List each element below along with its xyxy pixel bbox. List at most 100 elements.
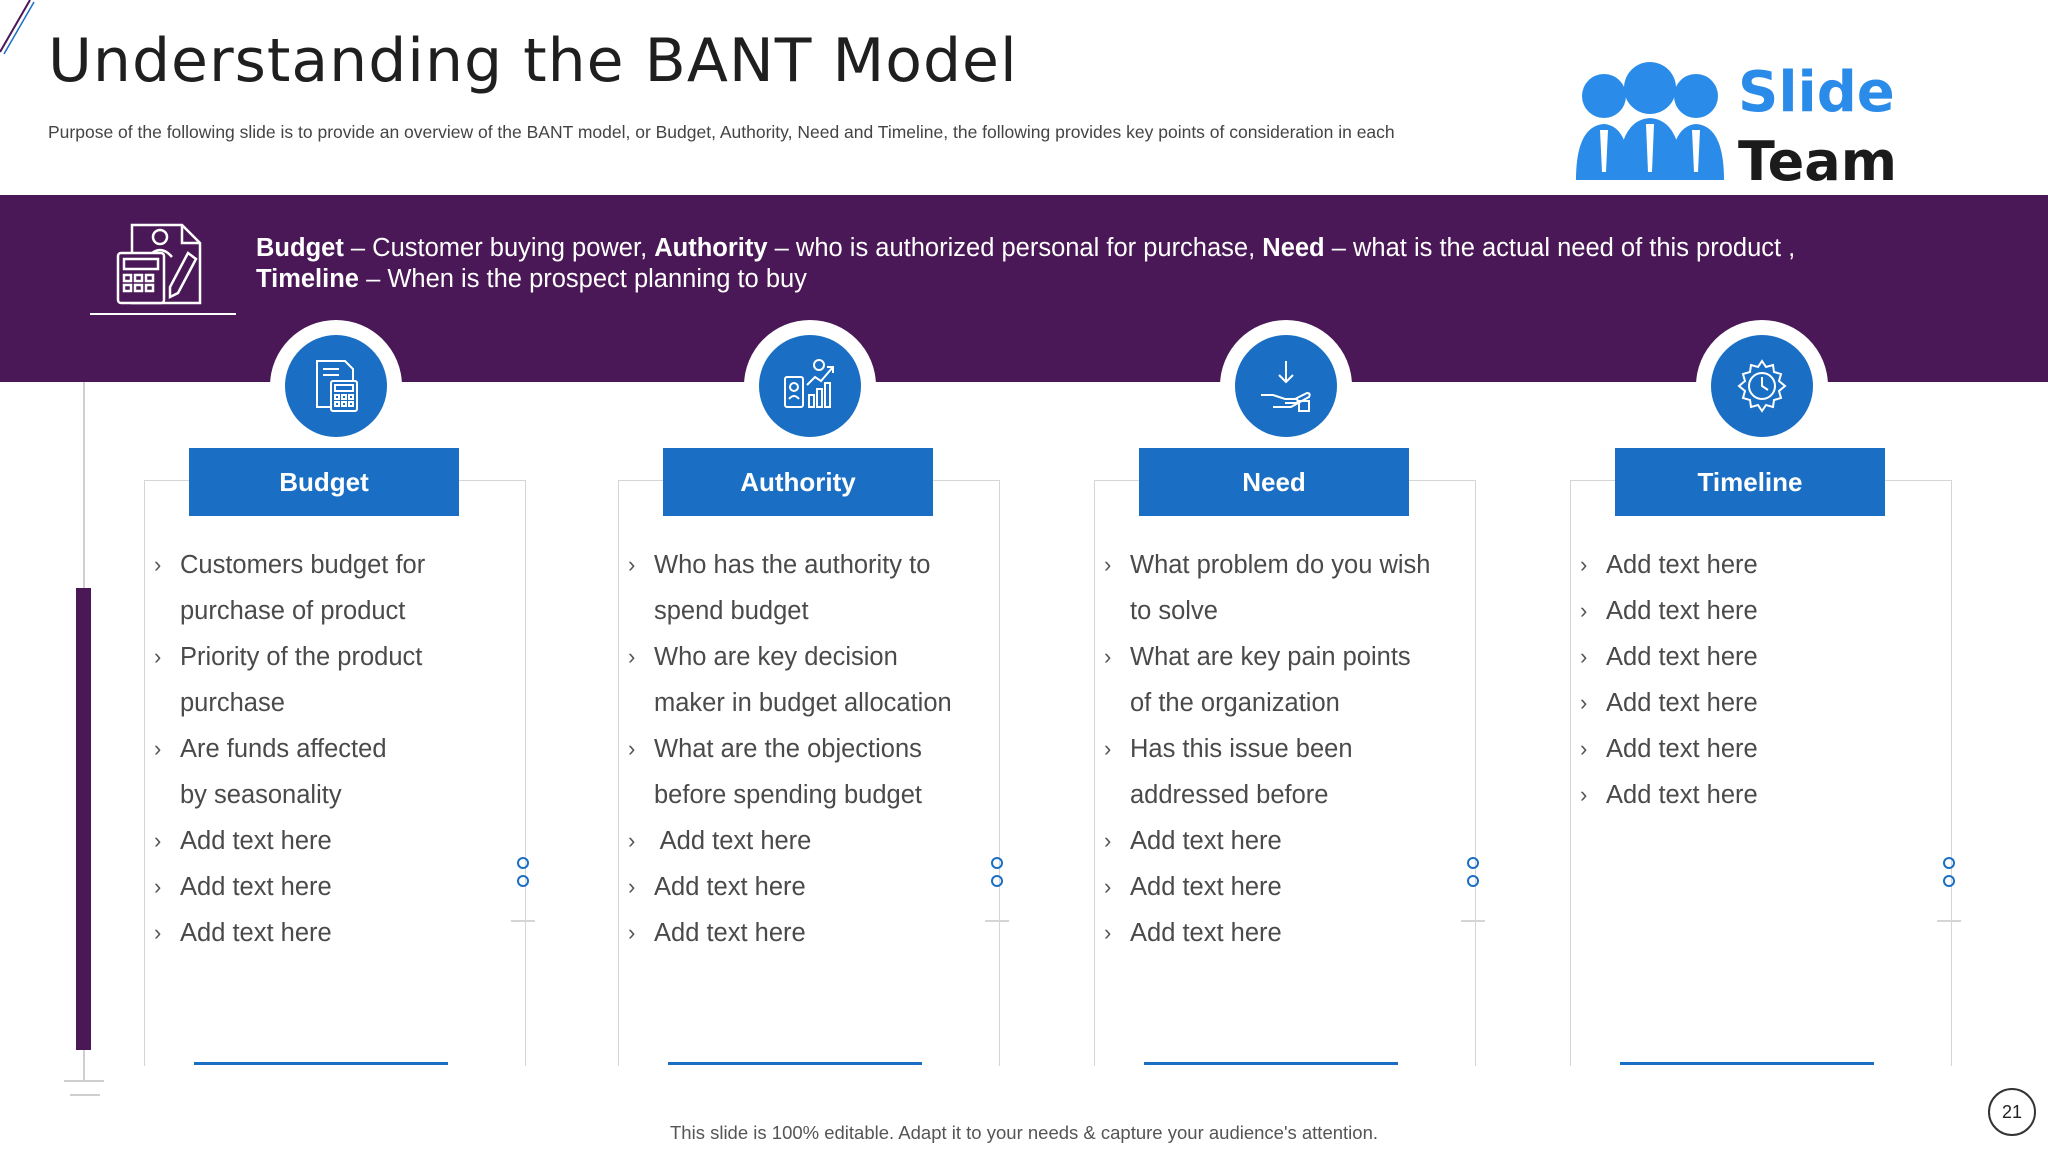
connector-dots (991, 857, 1003, 891)
slideteam-logo: Slide Team (1572, 54, 1897, 194)
side-tick (1461, 920, 1485, 922)
list-item: › Add text here (1570, 772, 1950, 818)
banner-desc-timeline: – When is the prospect planning to buy (358, 265, 807, 293)
banner-desc-authority: – who is authorized personal for purchas… (767, 234, 1263, 262)
list-item: › Add text here (618, 818, 998, 864)
chevron-right-icon: › (1580, 644, 1588, 669)
chevron-right-icon: › (154, 644, 162, 669)
chevron-right-icon: › (154, 552, 162, 577)
item-line: Add text here (1606, 551, 1758, 579)
card-box (144, 480, 526, 1066)
item-line: purchase of product (180, 597, 406, 625)
chevron-right-icon: › (1104, 874, 1112, 899)
card-title: Timeline (1615, 448, 1885, 516)
chevron-right-icon: › (1104, 736, 1112, 761)
item-line: Add text here (1606, 735, 1758, 763)
chevron-right-icon: › (628, 920, 636, 945)
chevron-right-icon: › (1104, 828, 1112, 853)
item-line: Add text here (1130, 919, 1282, 947)
item-line: purchase (180, 689, 285, 717)
item-line: Who has the authority to (654, 551, 931, 579)
list-item: ›Add text here (144, 864, 524, 910)
connector-dots (1943, 857, 1955, 891)
card-bottom-accent (668, 1062, 922, 1065)
item-line: Add text here (1606, 781, 1758, 809)
item-line: of the organization (1130, 689, 1340, 717)
icon-circle (759, 335, 861, 437)
chevron-right-icon: › (1580, 782, 1588, 807)
list-item: › Add text here (1570, 634, 1950, 680)
item-line: to solve (1130, 597, 1218, 625)
item-line: Who are key decision (654, 643, 898, 671)
list-item: ›Add text here (1570, 680, 1950, 726)
chevron-right-icon: › (628, 828, 636, 853)
list-item: ›Add text here (1570, 726, 1950, 772)
list-item: ›Add text here (144, 818, 524, 864)
item-line: Add text here (1606, 597, 1758, 625)
list-item: ›Add text here (1094, 910, 1474, 956)
left-line-tick (64, 1080, 104, 1082)
list-item: › Add text here (1570, 588, 1950, 634)
icon-circle (1711, 335, 1813, 437)
card-title: Authority (663, 448, 933, 516)
item-line: What are the objections (654, 735, 922, 763)
corner-accent-line (0, 0, 35, 55)
item-line: Add text here (654, 827, 812, 855)
banner-term-authority: Authority (654, 234, 768, 262)
item-line: Add text here (180, 873, 332, 901)
list-item: › Add text here (1570, 542, 1950, 588)
banner-text: Budget – Customer buying power, Authorit… (256, 233, 1816, 295)
budget-calculator-icon (316, 360, 358, 412)
gear-clock-icon (1737, 359, 1787, 413)
chevron-right-icon: › (154, 920, 162, 945)
banner-term-need: Need (1262, 234, 1325, 262)
item-line: Add text here (654, 873, 806, 901)
chevron-right-icon: › (1104, 644, 1112, 669)
growth-chart-icon (784, 359, 834, 408)
card-box (618, 480, 1000, 1066)
banner-icon-underline (90, 313, 236, 315)
banner-desc-need: – what is the actual need of this produc… (1324, 234, 1796, 262)
left-accent-bar (76, 588, 91, 1050)
chevron-right-icon: › (154, 828, 162, 853)
card-box (1570, 480, 1952, 1066)
page-number: 21 (1988, 1088, 2036, 1136)
connector-dots (517, 857, 529, 891)
item-line: Add text here (1606, 689, 1758, 717)
footer-note: This slide is 100% editable. Adapt it to… (670, 1122, 1378, 1143)
item-line: before spending budget (654, 781, 922, 809)
chevron-right-icon: › (628, 736, 636, 761)
list-item: › What are the objections before spending … (618, 726, 998, 818)
side-tick (985, 920, 1009, 922)
side-tick (1937, 920, 1961, 922)
banner-desc-budget: – Customer buying power, (343, 234, 655, 262)
item-line: Add text here (1606, 643, 1758, 671)
item-line: Add text here (1130, 873, 1282, 901)
chevron-right-icon: › (1580, 598, 1588, 623)
chevron-right-icon: › (154, 736, 162, 761)
banner-term-timeline: Timeline (256, 265, 359, 293)
chevron-right-icon: › (628, 552, 636, 577)
card-title: Need (1139, 448, 1409, 516)
list-item: › Add text here (1094, 864, 1474, 910)
card-box (1094, 480, 1476, 1066)
banner-term-budget: Budget (256, 234, 344, 262)
calculator-document-icon (116, 223, 202, 305)
chevron-right-icon: › (1580, 552, 1588, 577)
left-line-tick (70, 1094, 100, 1096)
item-line: by seasonality (180, 781, 342, 809)
icon-circle (285, 335, 387, 437)
logo-text-team: Team (1738, 130, 1897, 193)
chevron-right-icon: › (628, 874, 636, 899)
